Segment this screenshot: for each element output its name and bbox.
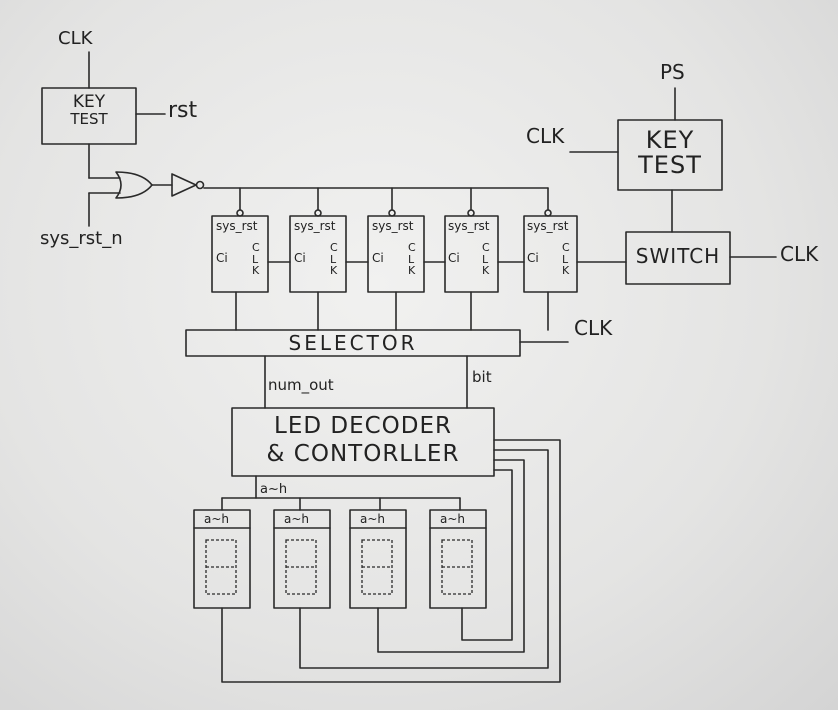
sys-rst-n-label: sys_rst_n: [40, 228, 123, 249]
left-clk-label: CLK: [58, 28, 93, 49]
counter-5-clk: CLK: [562, 241, 570, 278]
bit-select-wire-1: [221, 439, 561, 683]
switch-clk-label: CLK: [780, 242, 819, 266]
right-key-test-title: KEY TEST: [618, 126, 722, 180]
switch-label: SWITCH: [635, 244, 721, 268]
decoder-line1: LED DECODER: [274, 413, 452, 439]
counter-box-1: [211, 215, 269, 293]
bit-select-wire-4: [461, 469, 513, 641]
segments-2: [285, 539, 317, 595]
bit-label: bit: [472, 368, 492, 386]
selector-clk-label: CLK: [574, 316, 613, 340]
not-gate: [171, 173, 197, 197]
decoder-box: [231, 407, 495, 477]
reset-bubble-2: [314, 209, 322, 217]
left-key-test-line2: TEST: [70, 109, 108, 128]
display-2-bus: a~h: [284, 512, 310, 526]
reset-bubble-5: [544, 209, 552, 217]
reset-bubble-3: [388, 209, 396, 217]
selector-box: [185, 329, 521, 357]
left-key-test-title: KEY TEST: [42, 92, 136, 128]
segments-1: [205, 539, 237, 595]
counter-box-5: [523, 215, 578, 293]
counter-3-clk: CLK: [408, 241, 416, 278]
right-key-test-box: [617, 119, 723, 191]
counter-1-top: sys_rst: [216, 219, 258, 233]
not-gate-bubble: [195, 180, 205, 190]
display-3-bus: a~h: [360, 512, 386, 526]
right-key-test-line2: TEST: [638, 151, 702, 180]
counter-4-top: sys_rst: [448, 219, 490, 233]
decoder-bus-label: a~h: [260, 482, 288, 497]
segments-3: [361, 539, 393, 595]
left-key-test-line1: KEY: [72, 92, 106, 112]
counter-5-top: sys_rst: [527, 219, 569, 233]
counter-3-ci: Ci: [372, 251, 384, 265]
decoder-title: LED DECODER & CONTORLLER: [232, 414, 494, 466]
display-4-bus: a~h: [440, 512, 466, 526]
selector-label: SELECTOR: [288, 331, 418, 355]
ps-label: PS: [660, 60, 685, 84]
right-clk-label: CLK: [526, 124, 565, 148]
counter-4-clk: CLK: [482, 241, 490, 278]
switch-box: [625, 231, 731, 285]
rst-label: rst: [168, 98, 198, 123]
display-box-2: [273, 509, 331, 609]
counter-2-clk: CLK: [330, 241, 338, 278]
counter-3-top: sys_rst: [372, 219, 414, 233]
counter-2-top: sys_rst: [294, 219, 336, 233]
bit-select-wire-3: [377, 459, 525, 653]
counter-2-ci: Ci: [294, 251, 306, 265]
or-gate: [115, 171, 153, 199]
counter-1-ci: Ci: [216, 251, 228, 265]
reset-bubble-1: [236, 209, 244, 217]
counter-4-ci: Ci: [448, 251, 460, 265]
display-1-bus: a~h: [204, 512, 230, 526]
num-out-label: num_out: [268, 376, 334, 394]
bit-select-wire-2: [299, 449, 549, 669]
reset-bubble-4: [467, 209, 475, 217]
counter-1-clk: CLK: [252, 241, 260, 278]
decoder-line2: & CONTORLLER: [266, 441, 460, 468]
display-box-4: [429, 509, 487, 609]
right-key-test-line1: KEY: [645, 126, 695, 154]
counter-5-ci: Ci: [527, 251, 539, 265]
segments-4: [441, 539, 473, 595]
